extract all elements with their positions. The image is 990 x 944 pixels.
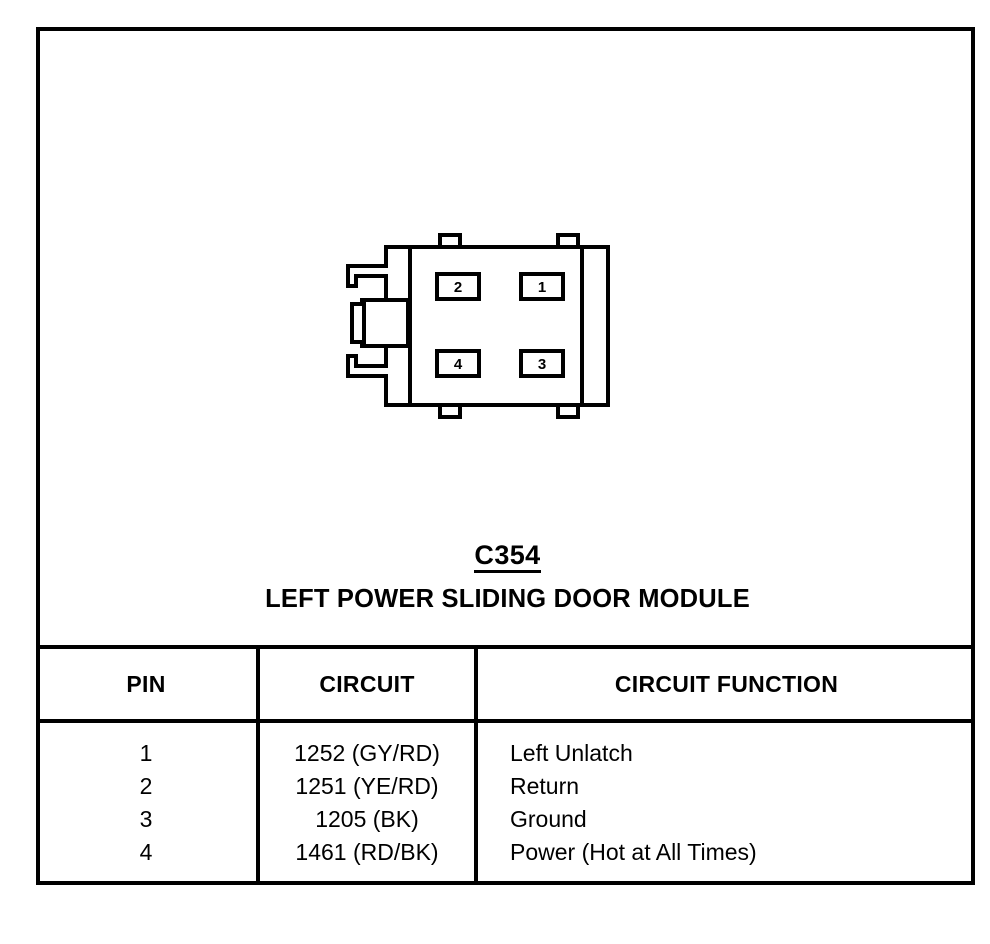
cavity-label-1: 1 <box>538 279 546 296</box>
circuit-value-stack: 1252 (GY/RD) 1251 (YE/RD) 1205 (BK) 1461… <box>260 723 474 869</box>
cavity-box-1 <box>519 272 565 301</box>
connector-name-label: LEFT POWER SLIDING DOOR MODULE <box>265 585 750 614</box>
pin-value: 2 <box>139 773 153 799</box>
connector-id-label: C354 <box>474 541 541 574</box>
connector-title-block: C354 LEFT POWER SLIDING DOOR MODULE <box>40 541 975 613</box>
connector-center-nose <box>360 298 410 348</box>
column-header-pin: PIN <box>36 645 260 723</box>
circuit-value: 1461 (RD/BK) <box>295 839 439 865</box>
circuit-value: 1251 (YE/RD) <box>295 773 439 799</box>
circuit-function-value: Return <box>510 773 580 799</box>
cavity-box-2 <box>435 272 481 301</box>
diagram-page-frame: 2 1 4 3 C354 LEFT POWER SLIDING DOOR MOD… <box>36 27 975 885</box>
table-body-row: 1 2 3 4 1252 (GY/RD) 1251 (YE/RD) 1205 (… <box>36 721 975 883</box>
circuit-function-value: Ground <box>510 806 587 832</box>
cavity-label-3: 3 <box>538 356 546 373</box>
circuit-value: 1205 (BK) <box>315 806 419 832</box>
circuit-function-value-stack: Left Unlatch Return Ground Power (Hot at… <box>478 723 975 869</box>
cavity-box-3 <box>519 349 565 378</box>
pin-column-cell: 1 2 3 4 <box>36 721 260 883</box>
cavity-box-4 <box>435 349 481 378</box>
pin-value: 3 <box>139 806 153 832</box>
circuit-column-cell: 1252 (GY/RD) 1251 (YE/RD) 1205 (BK) 1461… <box>258 721 478 883</box>
connector-center-nose-lip <box>350 302 366 344</box>
circuit-function-value: Left Unlatch <box>510 740 633 766</box>
connector-latch-hook-lower <box>346 354 388 378</box>
circuit-value: 1252 (GY/RD) <box>294 740 440 766</box>
column-header-circuit: CIRCUIT <box>258 645 478 723</box>
circuit-function-column-cell: Left Unlatch Return Ground Power (Hot at… <box>476 721 975 883</box>
pin-value: 1 <box>139 740 153 766</box>
pin-value: 4 <box>139 839 153 865</box>
connector-latch-hook-upper <box>346 264 388 288</box>
connector-illustration-area: 2 1 4 3 <box>40 31 975 531</box>
circuit-function-value: Power (Hot at All Times) <box>510 839 757 865</box>
connector-body <box>406 245 610 407</box>
cavity-label-4: 4 <box>454 356 463 373</box>
pin-value-stack: 1 2 3 4 <box>36 723 256 869</box>
table-header-row: PIN CIRCUIT CIRCUIT FUNCTION <box>36 645 975 723</box>
cavity-label-2: 2 <box>454 279 462 296</box>
pin-out-table: PIN CIRCUIT CIRCUIT FUNCTION 1 2 3 4 125 <box>36 645 975 883</box>
column-header-circuit-function: CIRCUIT FUNCTION <box>476 645 975 723</box>
connector-drawing: 2 1 4 3 <box>346 233 610 419</box>
